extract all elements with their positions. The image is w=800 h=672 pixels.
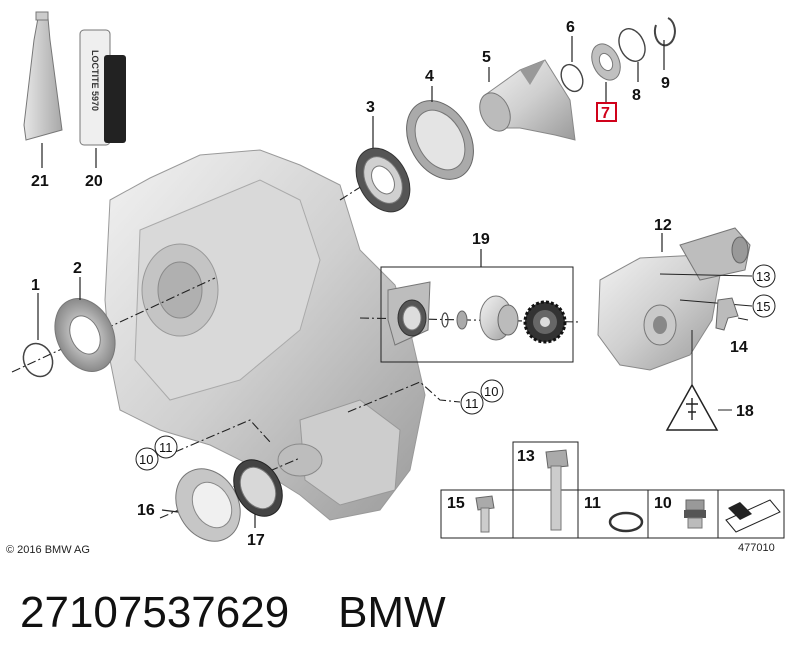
callout-5: 5 [482,49,491,66]
loctite-bottle-label: LOCTITE 5970 [90,50,100,111]
shaft-seal-17 [233,459,283,517]
circled-15 [752,294,776,318]
callout-1: 1 [31,277,40,294]
thrust-washer-2 [54,298,116,372]
callout-14: 14 [730,339,748,356]
bracket-14 [715,297,739,331]
callout-2: 2 [73,260,82,277]
esd-warning-icon [665,383,719,431]
callout-6: 6 [566,19,575,36]
shim-7 [591,43,621,81]
fastener-legend [440,441,785,539]
seal-ring-11 [608,511,644,533]
sealant-tube [23,11,63,141]
circlip-9 [653,17,676,47]
circled-10-b-label: 10 [139,452,153,467]
callout-18: 18 [736,403,754,420]
callout-20: 20 [85,173,103,190]
circled-11-a-label: 11 [465,396,479,411]
group-19-box [380,266,574,363]
circled-15-label: 15 [756,299,770,314]
legend-13: 13 [517,448,535,465]
part-number-caption: 27107537629 BMW [20,588,446,637]
circled-11-a [460,391,484,415]
callout-9: 9 [661,75,670,92]
actuator-motor-12 [597,227,751,371]
callout-4: 4 [425,68,434,85]
copyright: © 2016 BMW AG [6,544,90,556]
callout-19: 19 [472,231,490,248]
legend-10: 10 [654,495,672,512]
circled-13-label: 13 [756,269,770,284]
callout-17: 17 [247,532,265,549]
gasket-sheet-icon [725,499,781,533]
seal-ring-4 [406,100,474,180]
circled-11-b [154,435,178,459]
o-ring-6 [560,63,584,93]
bolt-13 [545,449,569,531]
o-ring-8 [618,28,646,62]
plug-10 [684,499,706,529]
loctite-bottle: LOCTITE 5970 [79,29,126,146]
circled-10-a-label: 10 [484,384,498,399]
output-flange-5 [479,59,576,141]
circled-11-b-label: 11 [159,440,173,455]
diagram-id: 477010 [738,542,775,554]
legend-11: 11 [584,495,601,512]
callout-8: 8 [632,87,641,104]
cover-cap-16 [175,468,241,542]
o-ring-1 [22,342,54,378]
shaft-seal-3 [355,147,411,213]
callout-16: 16 [137,502,155,519]
group-19-parts [387,281,567,346]
legend-15: 15 [447,495,465,512]
circled-13 [752,264,776,288]
callout-12: 12 [654,217,672,234]
circled-10-b [135,447,159,471]
callout-21: 21 [31,173,49,190]
callout-3: 3 [366,99,375,116]
circled-10-a [480,379,504,403]
bolt-15 [475,495,495,533]
callout-7[interactable]: 7 [601,105,610,122]
transfer-case-housing [104,149,426,521]
highlight-box-7[interactable] [596,102,617,122]
